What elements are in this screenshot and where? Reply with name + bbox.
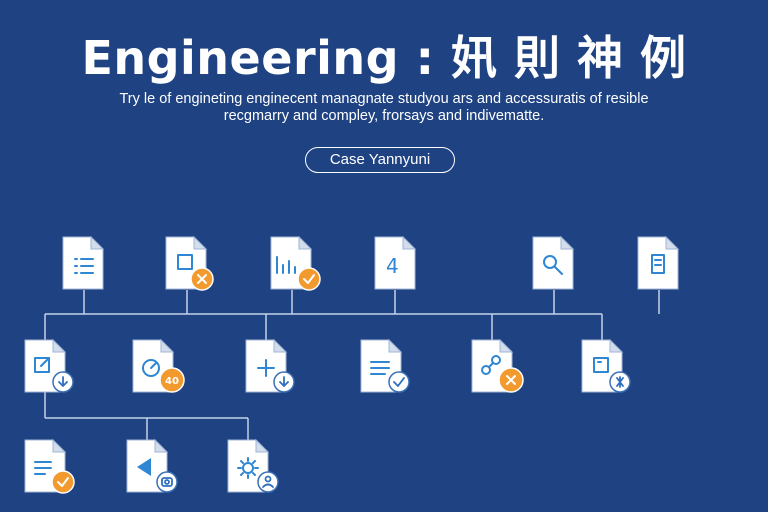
page-doc-icon[interactable] (637, 235, 680, 290)
network-doc-icon[interactable] (471, 338, 524, 393)
x-badge-icon (498, 367, 524, 393)
number-doc-icon[interactable]: 4 (374, 235, 417, 290)
frame-doc-icon[interactable] (581, 338, 631, 393)
user-badge-icon (257, 471, 279, 493)
description-line-1: Try le of engineting enginecent managnat… (119, 91, 649, 107)
list-doc-icon[interactable] (62, 235, 105, 290)
camera-badge-icon (156, 471, 178, 493)
page-title: Engineering : 㚨 則 神 例 (81, 31, 687, 85)
check-badge-icon (388, 371, 410, 393)
description-line-2: recgmarry and compley, frorsays and indi… (223, 108, 545, 124)
lines-doc-icon[interactable] (360, 338, 410, 393)
gear-doc-icon[interactable] (227, 438, 279, 493)
x-badge-icon (190, 267, 214, 291)
connectors (44, 290, 660, 440)
check-badge-icon (297, 267, 321, 291)
edit-doc-icon[interactable] (24, 338, 74, 393)
play-doc-icon[interactable] (126, 438, 178, 493)
gauge-doc-icon[interactable]: 40 (132, 338, 185, 393)
search-doc-icon[interactable] (532, 235, 575, 290)
download-badge-icon (52, 371, 74, 393)
square-doc-icon[interactable] (165, 235, 214, 291)
text-doc-icon[interactable] (24, 438, 75, 494)
bug-badge-icon (609, 371, 631, 393)
description: Try le of engineting enginecent managnat… (84, 91, 684, 125)
number-badge-icon: 40 (159, 367, 185, 393)
download-badge-icon (273, 371, 295, 393)
check-badge-icon (51, 470, 75, 494)
plus-doc-icon[interactable] (245, 338, 295, 393)
badge-number: 40 (165, 376, 179, 387)
bar-chart-doc-icon[interactable] (270, 235, 321, 291)
case-button[interactable]: Case Yannyuni (305, 147, 455, 173)
number-four-glyph: 4 (386, 254, 399, 278)
